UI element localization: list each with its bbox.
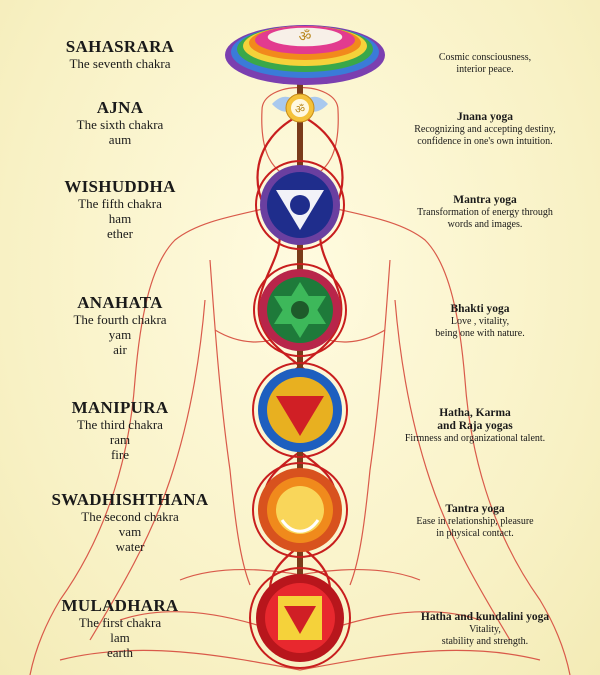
ajna-left-label: AJNA The sixth chakra aum [30,98,210,147]
chakra-name: AJNA [96,98,144,117]
sahasrara-right-label: Cosmic consciousness, interior peace. [438,52,532,75]
chakra-name: MULADHARA [61,596,179,615]
manipura-chakra-icon [252,362,348,458]
manipura-right-label: Hatha, Karma and Raja yogas Firmness and… [404,407,546,444]
muladhara-chakra-icon [249,567,351,669]
chakra-name: WISHUDDHA [64,177,176,196]
muladhara-left-label: MULADHARA The first chakra lam earth [30,596,210,660]
svg-text:ॐ: ॐ [299,29,312,45]
ajna-chakra-icon: ॐ [272,93,328,123]
sahasrara-left-label: SAHASRARA The seventh chakra [30,37,210,71]
anahata-chakra-icon [253,263,347,357]
swadhishthana-chakra-icon [252,462,348,558]
manipura-left-label: MANIPURA The third chakra ram fire [30,398,210,462]
muladhara-right-label: Hatha and kundalini yoga Vitality, stabi… [420,611,550,647]
anahata-left-label: ANAHATA The fourth chakra yam air [30,293,210,357]
anahata-right-label: Bhakti yoga Love , vitality, being one w… [435,303,525,339]
wishuddha-left-label: WISHUDDHA The fifth chakra ham ether [30,177,210,241]
wishuddha-right-label: Mantra yoga Transformation of energy thr… [417,194,553,230]
sahasrara-lotus-icon: ॐ [225,25,385,85]
svg-text:ॐ: ॐ [295,103,305,116]
chakra-name: ANAHATA [77,293,163,312]
chakra-name: MANIPURA [71,398,169,417]
swadhishthana-left-label: SWADHISHTHANA The second chakra vam wate… [40,490,220,554]
wishuddha-chakra-icon [255,160,345,250]
swadhishthana-right-label: Tantra yoga Ease in relationship, pleasu… [416,503,534,539]
chakra-name: SWADHISHTHANA [51,490,209,509]
chakra-name: SAHASRARA [65,37,175,56]
ajna-right-label: Jnana yoga Recognizing and accepting des… [414,111,556,147]
